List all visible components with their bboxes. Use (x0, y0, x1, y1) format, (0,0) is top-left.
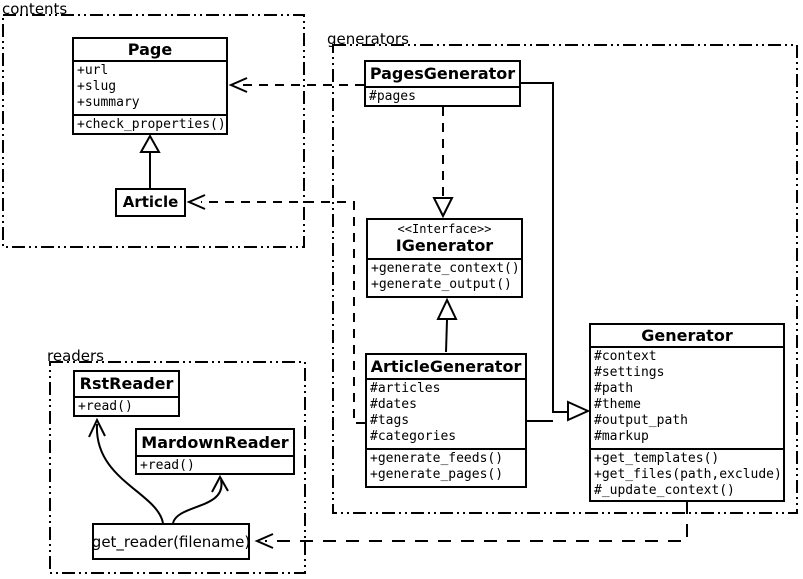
class-mardownreader: MardownReader +read() (135, 428, 295, 475)
class-articlegenerator-attributes: #articles #dates #tags #categories (367, 380, 525, 450)
class-igenerator-stereotype: <<Interface>> (397, 222, 492, 236)
package-label-contents: contents (2, 0, 68, 18)
attribute: #markup (594, 429, 649, 444)
class-mardownreader-title: MardownReader (137, 430, 293, 457)
method: +get_files(path,exclude) (594, 467, 782, 482)
realization-arrow-pagesgenerator-to-igenerator (432, 107, 454, 219)
class-rstreader-title: RstReader (75, 372, 178, 398)
attribute: #context (594, 349, 657, 364)
attribute: #categories (370, 429, 457, 444)
method: +generate_pages() (370, 467, 504, 482)
class-page-methods: +check_properties() (74, 116, 226, 133)
method: +get_templates() (594, 451, 720, 466)
class-article: Article (115, 188, 186, 217)
class-generator: Generator #context #settings #path #them… (589, 323, 785, 502)
class-rstreader-methods: +read() (75, 398, 178, 415)
attribute: #tags (370, 413, 410, 428)
dependency-arrow-pagesgenerator-to-page (228, 77, 365, 93)
class-page-attributes: +url +slug +summary (74, 62, 226, 116)
inheritance-arrow-generators-to-generator (520, 82, 591, 422)
attribute: #output_path (594, 413, 688, 428)
call-arrow-getreader-to-mardownreader (172, 474, 229, 524)
attribute: #settings (594, 365, 665, 380)
attribute: +url (77, 63, 109, 78)
attribute: #theme (594, 397, 641, 412)
attribute: #pages (369, 89, 416, 104)
attribute: #dates (370, 397, 417, 412)
class-generator-methods: +get_templates() +get_files(path,exclude… (591, 450, 783, 500)
class-page: Page +url +slug +summary +check_properti… (72, 37, 228, 135)
function-box-label: get_reader(filename) (91, 532, 251, 551)
inheritance-arrow-article-to-page (139, 133, 161, 188)
inheritance-arrow-articlegenerator-to-igenerator (436, 297, 458, 353)
class-generator-title: Generator (591, 325, 783, 348)
package-label-generators: generators (327, 30, 409, 48)
method: +check_properties() (77, 117, 226, 132)
class-page-title: Page (74, 39, 226, 62)
class-article-title: Article (122, 193, 179, 211)
class-pagesgenerator-attributes: #pages (366, 88, 519, 105)
method: +generate_output() (371, 277, 512, 292)
class-articlegenerator-methods: +generate_feeds() +generate_pages() (367, 450, 525, 486)
attribute: #path (594, 381, 634, 396)
method: +read() (78, 399, 133, 414)
class-articlegenerator-title: ArticleGenerator (367, 355, 525, 380)
attribute: #articles (370, 381, 441, 396)
method: +read() (140, 458, 195, 473)
class-pagesgenerator: PagesGenerator #pages (364, 60, 521, 107)
package-border-readers (49, 361, 306, 574)
class-pagesgenerator-title: PagesGenerator (366, 62, 519, 88)
dependency-arrow-articlegenerator-to-article (186, 194, 365, 424)
method: +generate_context() (371, 261, 520, 276)
package-border-contents (2, 14, 305, 248)
package-border-generators (332, 44, 798, 514)
method: #_update_context() (594, 483, 735, 498)
class-igenerator-methods: +generate_context() +generate_output() (368, 260, 521, 296)
package-label-readers: readers (47, 347, 104, 365)
attribute: +summary (77, 95, 140, 110)
class-igenerator: <<Interface>> IGenerator +generate_conte… (366, 218, 523, 298)
function-box-get-reader: get_reader(filename) (92, 523, 250, 560)
dependency-arrow-generator-to-getreader (254, 501, 688, 549)
method: +generate_feeds() (370, 451, 504, 466)
attribute: +slug (77, 79, 117, 94)
class-articlegenerator: ArticleGenerator #articles #dates #tags … (365, 353, 527, 488)
class-igenerator-title: <<Interface>> IGenerator (368, 220, 521, 260)
class-generator-attributes: #context #settings #path #theme #output_… (591, 348, 783, 450)
class-mardownreader-methods: +read() (137, 457, 293, 473)
call-arrow-getreader-to-rstreader (88, 417, 164, 524)
class-rstreader: RstReader +read() (73, 370, 180, 417)
class-igenerator-name: IGenerator (395, 236, 494, 255)
